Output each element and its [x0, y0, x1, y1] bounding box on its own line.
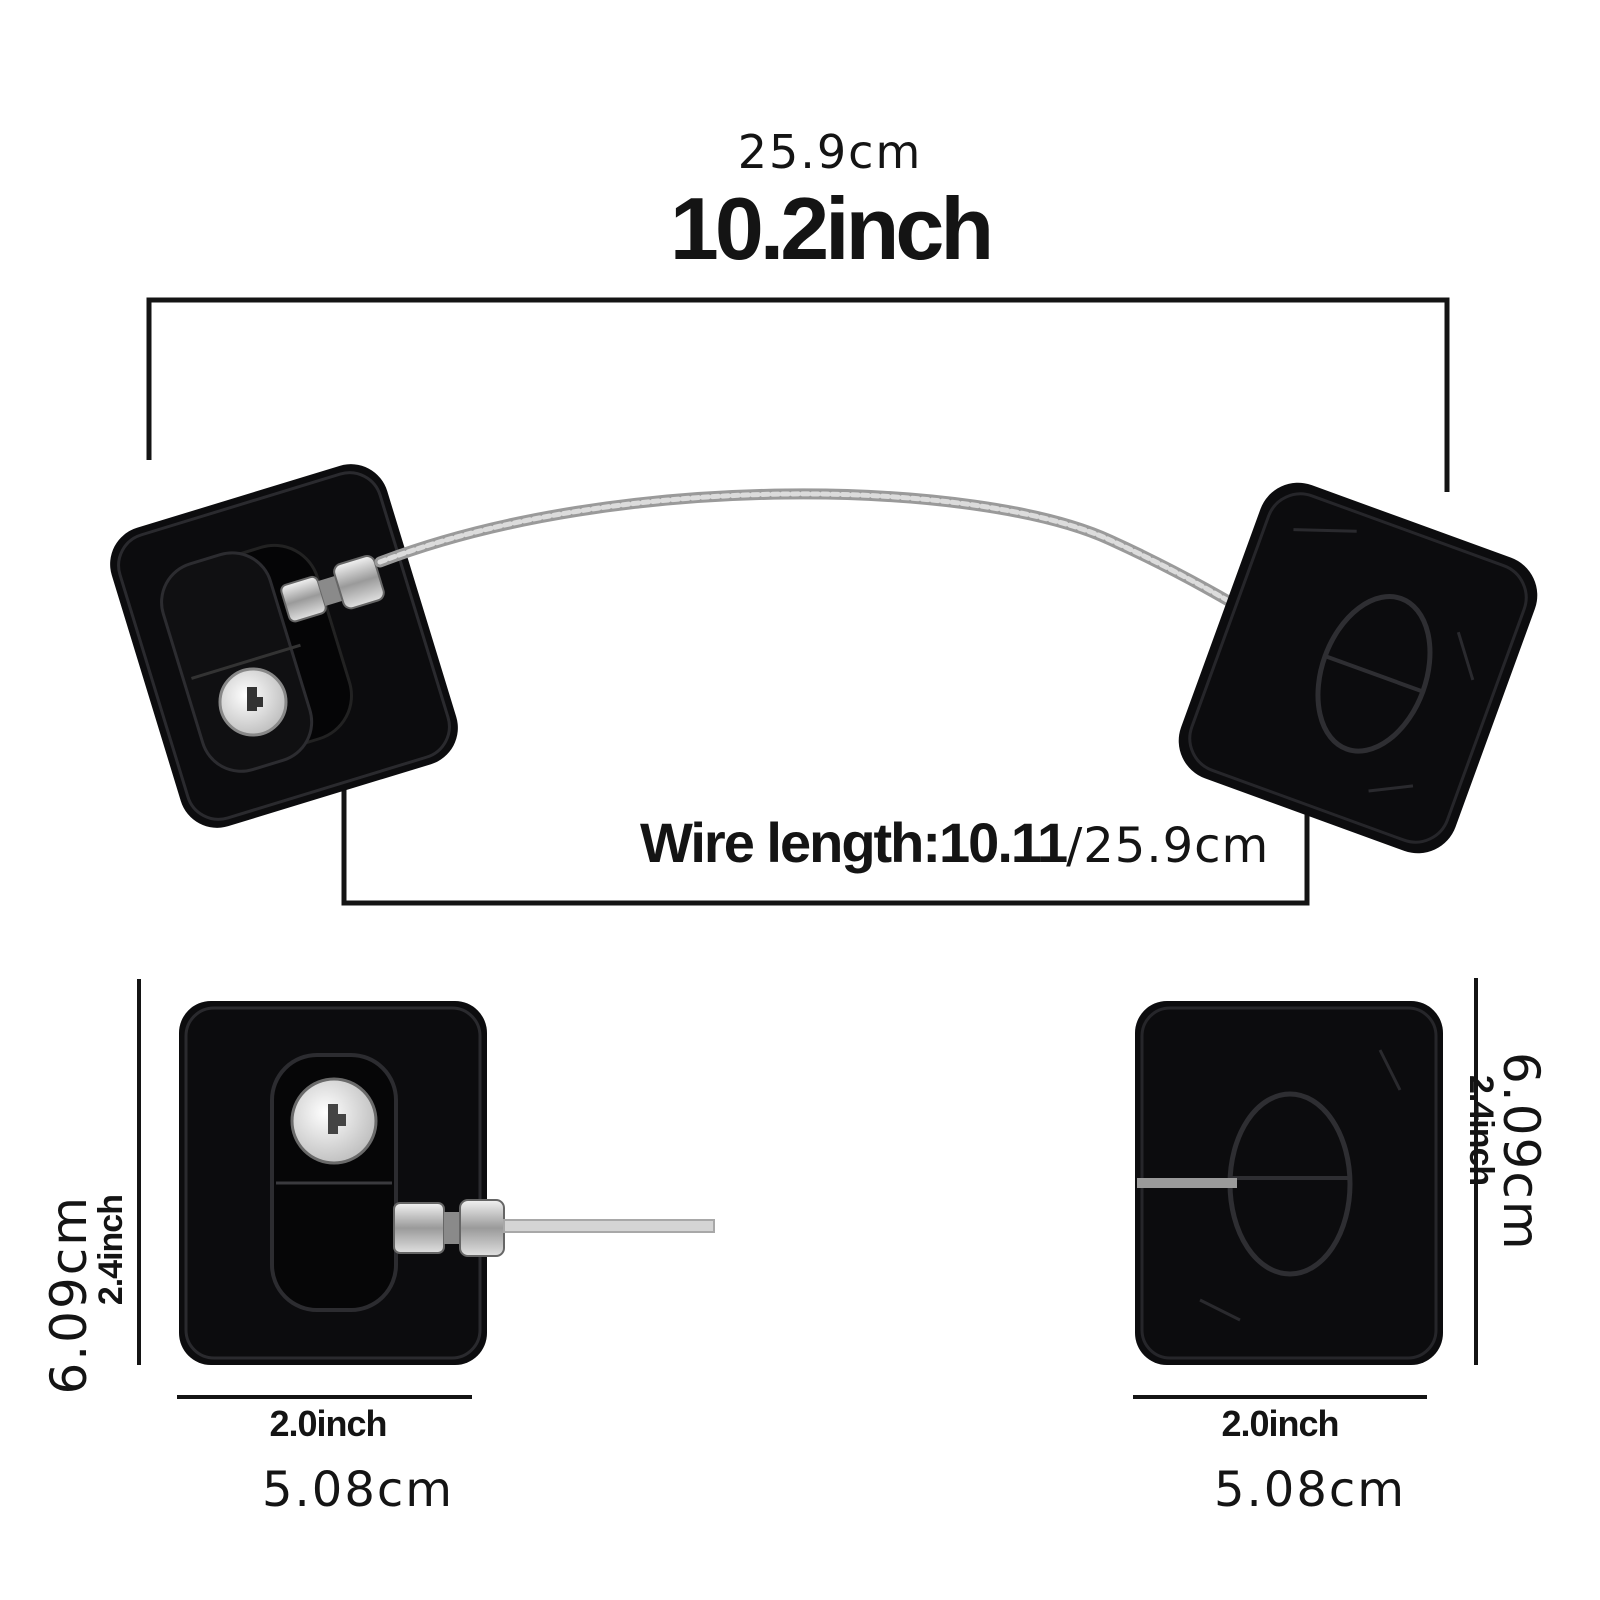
lock-height-cm: 6.09cm: [40, 1195, 98, 1395]
overall-length-inch: 10.2inch: [669, 179, 994, 278]
wire-length-value: Wire length:10.11: [640, 811, 1068, 874]
lock-height-inch: 2.4inch: [92, 1195, 130, 1306]
lock-key-cylinder-top: [218, 667, 288, 737]
anchor-plate-front: [1135, 1001, 1443, 1365]
anchor-width-cm: 5.08cm: [1213, 1462, 1407, 1518]
anchor-plate-top: [1178, 482, 1538, 854]
wire-length-label: Wire length:10.11/25.9cm: [640, 810, 1269, 875]
anchor-height-cm: 6.09cm: [1492, 1052, 1550, 1252]
lock-width-cm: 5.08cm: [261, 1462, 455, 1518]
anchor-width-inch: 2.0inch: [1221, 1403, 1339, 1444]
lock-plate-top: [110, 464, 458, 828]
overall-length-bracket: [146, 297, 1450, 492]
cable-ferrule-front: [393, 1199, 505, 1257]
steel-wire-stub-left: [503, 1219, 715, 1233]
lock-width-inch: 2.0inch: [269, 1403, 387, 1444]
overall-length-cm: 25.9cm: [737, 125, 923, 179]
lock-plate-front: [179, 1001, 487, 1365]
anchor-height-inch: 2.4inch: [1462, 1075, 1500, 1186]
wire-length-cm: /25.9cm: [1066, 818, 1270, 874]
cable-ferrule-top: [280, 555, 385, 623]
